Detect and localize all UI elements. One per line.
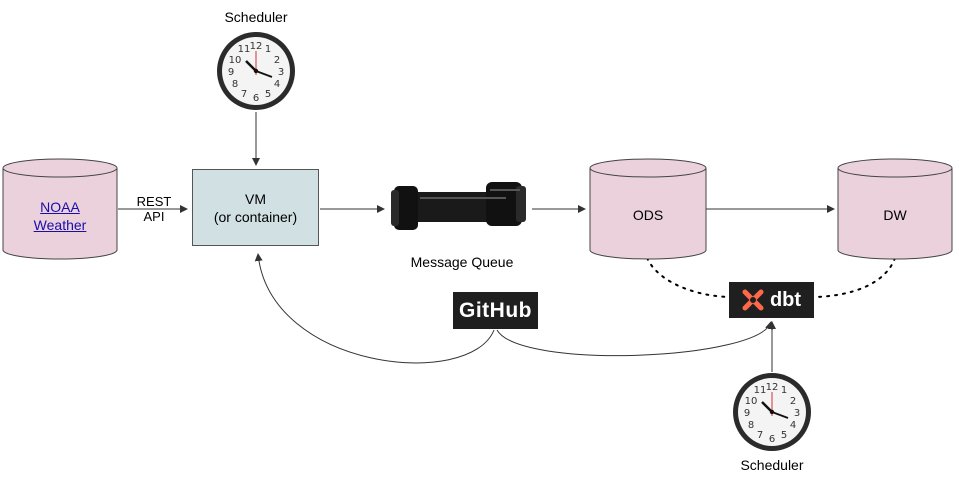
cylinder-dw bbox=[837, 158, 953, 260]
dbt-label: dbt bbox=[769, 288, 802, 311]
edge-ods-dbt-dotted bbox=[646, 257, 729, 298]
cylinder-source bbox=[2, 158, 118, 260]
source-node-label: NOAA Weather bbox=[3, 198, 117, 234]
edge-dw-dbt-dotted bbox=[814, 257, 896, 298]
edge-github-dbt bbox=[496, 321, 773, 357]
vm-node: VM (or container) bbox=[192, 169, 319, 246]
github-logo: GitHub bbox=[453, 292, 538, 329]
api-label-line1: REST bbox=[136, 194, 172, 209]
cylinder-ods bbox=[589, 158, 707, 260]
api-edge-label: REST API bbox=[128, 194, 180, 224]
noaa-link[interactable]: NOAA bbox=[40, 199, 80, 215]
vm-label: VM bbox=[245, 190, 266, 207]
scheduler-bottom-label: Scheduler bbox=[740, 457, 804, 473]
ods-label: ODS bbox=[632, 207, 664, 223]
github-label: GitHub bbox=[459, 298, 532, 322]
clock-bottom-icon bbox=[731, 371, 813, 453]
vm-sublabel: (or container) bbox=[213, 208, 298, 225]
clock-top-icon bbox=[215, 30, 297, 112]
message-queue-label: Message Queue bbox=[410, 254, 514, 270]
dbt-logo: dbt bbox=[729, 282, 814, 318]
scheduler-top-label: Scheduler bbox=[224, 9, 288, 25]
dw-label: DW bbox=[883, 207, 907, 223]
message-queue-icon bbox=[391, 182, 526, 230]
dbt-icon bbox=[742, 289, 764, 311]
api-label-line2: API bbox=[143, 209, 165, 224]
edge-github-vm bbox=[254, 253, 495, 364]
weather-link[interactable]: Weather bbox=[33, 217, 87, 233]
